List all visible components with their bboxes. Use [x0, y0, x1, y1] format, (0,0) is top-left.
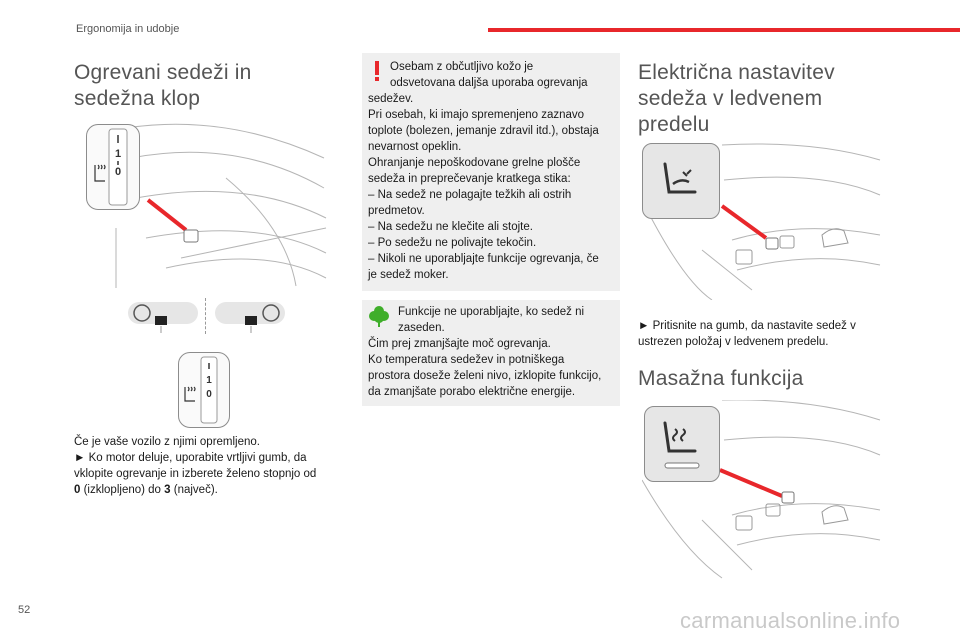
- running-header: Ergonomija in udobje: [76, 23, 180, 35]
- eco-line: Ko temperatura sedežev in potniškega: [368, 354, 565, 366]
- rhd-steering-icon: [215, 298, 285, 334]
- section-title-heated-seats: Ogrevani sedeži in sedežna klop: [74, 61, 252, 110]
- warning-box: Osebam z občutljivo kožo je odsvetovana …: [362, 53, 620, 291]
- massage-button[interactable]: [644, 406, 720, 482]
- watermark: carmanualsonline.info: [680, 608, 901, 633]
- heating-dial-detail[interactable]: 1 0: [178, 352, 230, 428]
- divider: [205, 298, 207, 334]
- warning-line: – Na sedežu ne klečite ali stojte.: [368, 221, 533, 233]
- eco-line: zaseden.: [398, 322, 445, 334]
- warning-line: nevarnost opeklin.: [368, 141, 462, 153]
- eco-line: Funkcije ne uporabljajte, ko sedež ni: [398, 306, 585, 318]
- warning-line: je sedež moker.: [368, 269, 449, 281]
- warning-line: Osebam z občutljivo kožo je: [390, 61, 534, 73]
- eco-line: Čim prej zmanjšajte moč ogrevanja.: [368, 338, 551, 350]
- massage-seat-icon: [663, 421, 700, 469]
- warning-line: Ohranjanje nepoškodovane grelne plošče: [368, 157, 581, 169]
- warning-line: Pri osebah, ki imajo spremenjeno zaznavo: [368, 109, 585, 121]
- massage-seat-illustration: [641, 399, 882, 580]
- warning-line: – Po sedežu ne polivajte tekočin.: [368, 237, 537, 249]
- seat-heat-icon-detail: [184, 386, 196, 402]
- section-title-lumbar: Električna nastavitev sedeža v ledvenem …: [638, 61, 835, 136]
- dial-detail-label-1: 1: [206, 375, 212, 386]
- header-accent-bar: [488, 28, 960, 32]
- lumbar-button[interactable]: [642, 143, 720, 219]
- warning-line: sedeža in preprečevanje kratkega stika:: [368, 173, 571, 185]
- warning-line: – Na sedež ne polagajte težkih ali ostri…: [368, 189, 572, 201]
- lhd-steering-icon: [128, 298, 198, 334]
- warning-line: – Nikoli ne uporabljajte funkcije ogreva…: [368, 253, 599, 265]
- warning-line: predmetov.: [368, 205, 425, 217]
- dial-label-0: 0: [115, 166, 121, 178]
- lumbar-instructions: ► Pritisnite na gumb, da nastavite sedež…: [638, 320, 856, 348]
- eco-tip-box: Funkcije ne uporabljajte, ko sedež ni za…: [362, 300, 620, 406]
- warning-line: sedežev.: [368, 93, 414, 105]
- heating-dial[interactable]: 1 0: [86, 124, 140, 210]
- eco-line: da zmanjšate porabo električne energije.: [368, 386, 576, 398]
- section-title-massage: Masažna funkcija: [638, 367, 804, 390]
- page-number: 52: [18, 604, 31, 616]
- seat-heat-icon: [94, 164, 106, 182]
- warning-line: toplote (bolezen, jemanje zdravil itd.),…: [368, 125, 599, 137]
- heated-seats-instructions: Če je vaše vozilo z njimi opremljeno. ► …: [74, 436, 317, 496]
- lumbar-seat-icon: [663, 162, 697, 194]
- dial-detail-label-0: 0: [206, 389, 212, 400]
- eco-line: prostora doseže želeni nivo, izklopite f…: [368, 370, 602, 382]
- heated-seat-illustration: [86, 118, 330, 288]
- exclamation-icon: [370, 59, 384, 83]
- dial-label-1: 1: [115, 148, 121, 160]
- eco-leaf-icon: [368, 304, 390, 328]
- warning-line: odsvetovana daljša uporaba ogrevanja: [390, 77, 588, 89]
